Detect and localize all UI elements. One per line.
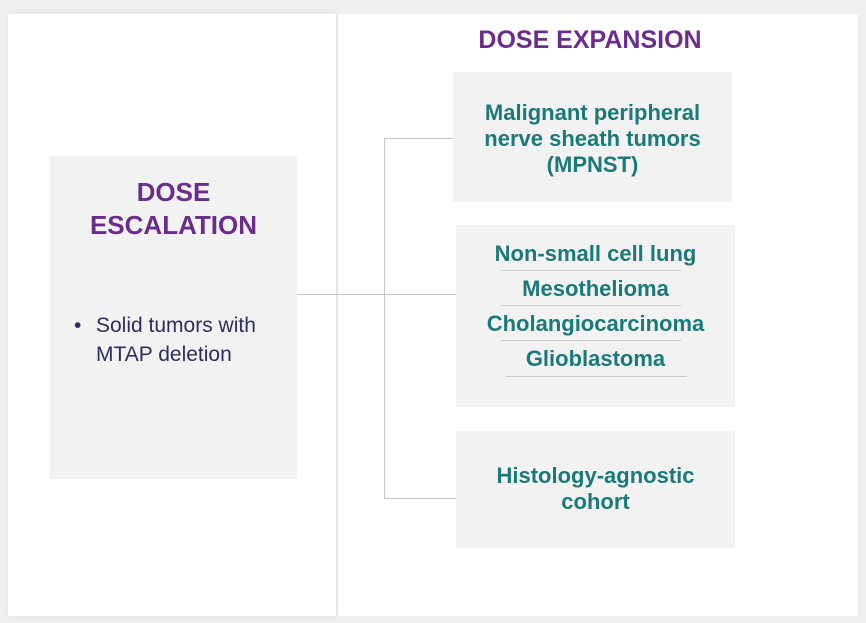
cohort-histology-agnostic-label: Histology-agnostic cohort (496, 463, 695, 514)
cohort-separator (501, 340, 681, 341)
connector-horizontal-main (297, 294, 456, 295)
cohort-nsclc-label: Non-small cell lung (494, 241, 697, 266)
cohort-box-multi: Non-small cell lung Mesothelioma Cholang… (456, 225, 735, 407)
connector-to-histology (384, 498, 456, 499)
cohort-box-mpnst: Malignant peripheral nerve sheath tumors… (453, 72, 732, 202)
cohort-box-histology-agnostic: Histology-agnostic cohort (456, 431, 735, 548)
connector-vertical (384, 138, 385, 499)
connector-to-mpnst (384, 138, 453, 139)
dose-escalation-box: DOSE ESCALATION • Solid tumors with MTAP… (50, 156, 297, 479)
dose-escalation-bullet: • Solid tumors with MTAP deletion (74, 311, 289, 369)
bullet-dot: • (74, 314, 82, 337)
cohort-cholangiocarcinoma-label: Cholangiocarcinoma (486, 311, 705, 336)
cohort-glioblastoma-label: Glioblastoma (525, 346, 666, 371)
cohort-separator (501, 305, 681, 306)
cohort-mesothelioma-label: Mesothelioma (522, 276, 669, 301)
bullet-text: Solid tumors with MTAP deletion (96, 314, 256, 366)
cohort-mpnst-label: Malignant peripheral nerve sheath tumors… (484, 100, 701, 177)
cohort-separator (501, 270, 681, 271)
dose-escalation-title: DOSE ESCALATION (89, 177, 258, 240)
cohort-separator (506, 376, 687, 377)
dose-expansion-title: DOSE EXPANSION (478, 26, 702, 54)
